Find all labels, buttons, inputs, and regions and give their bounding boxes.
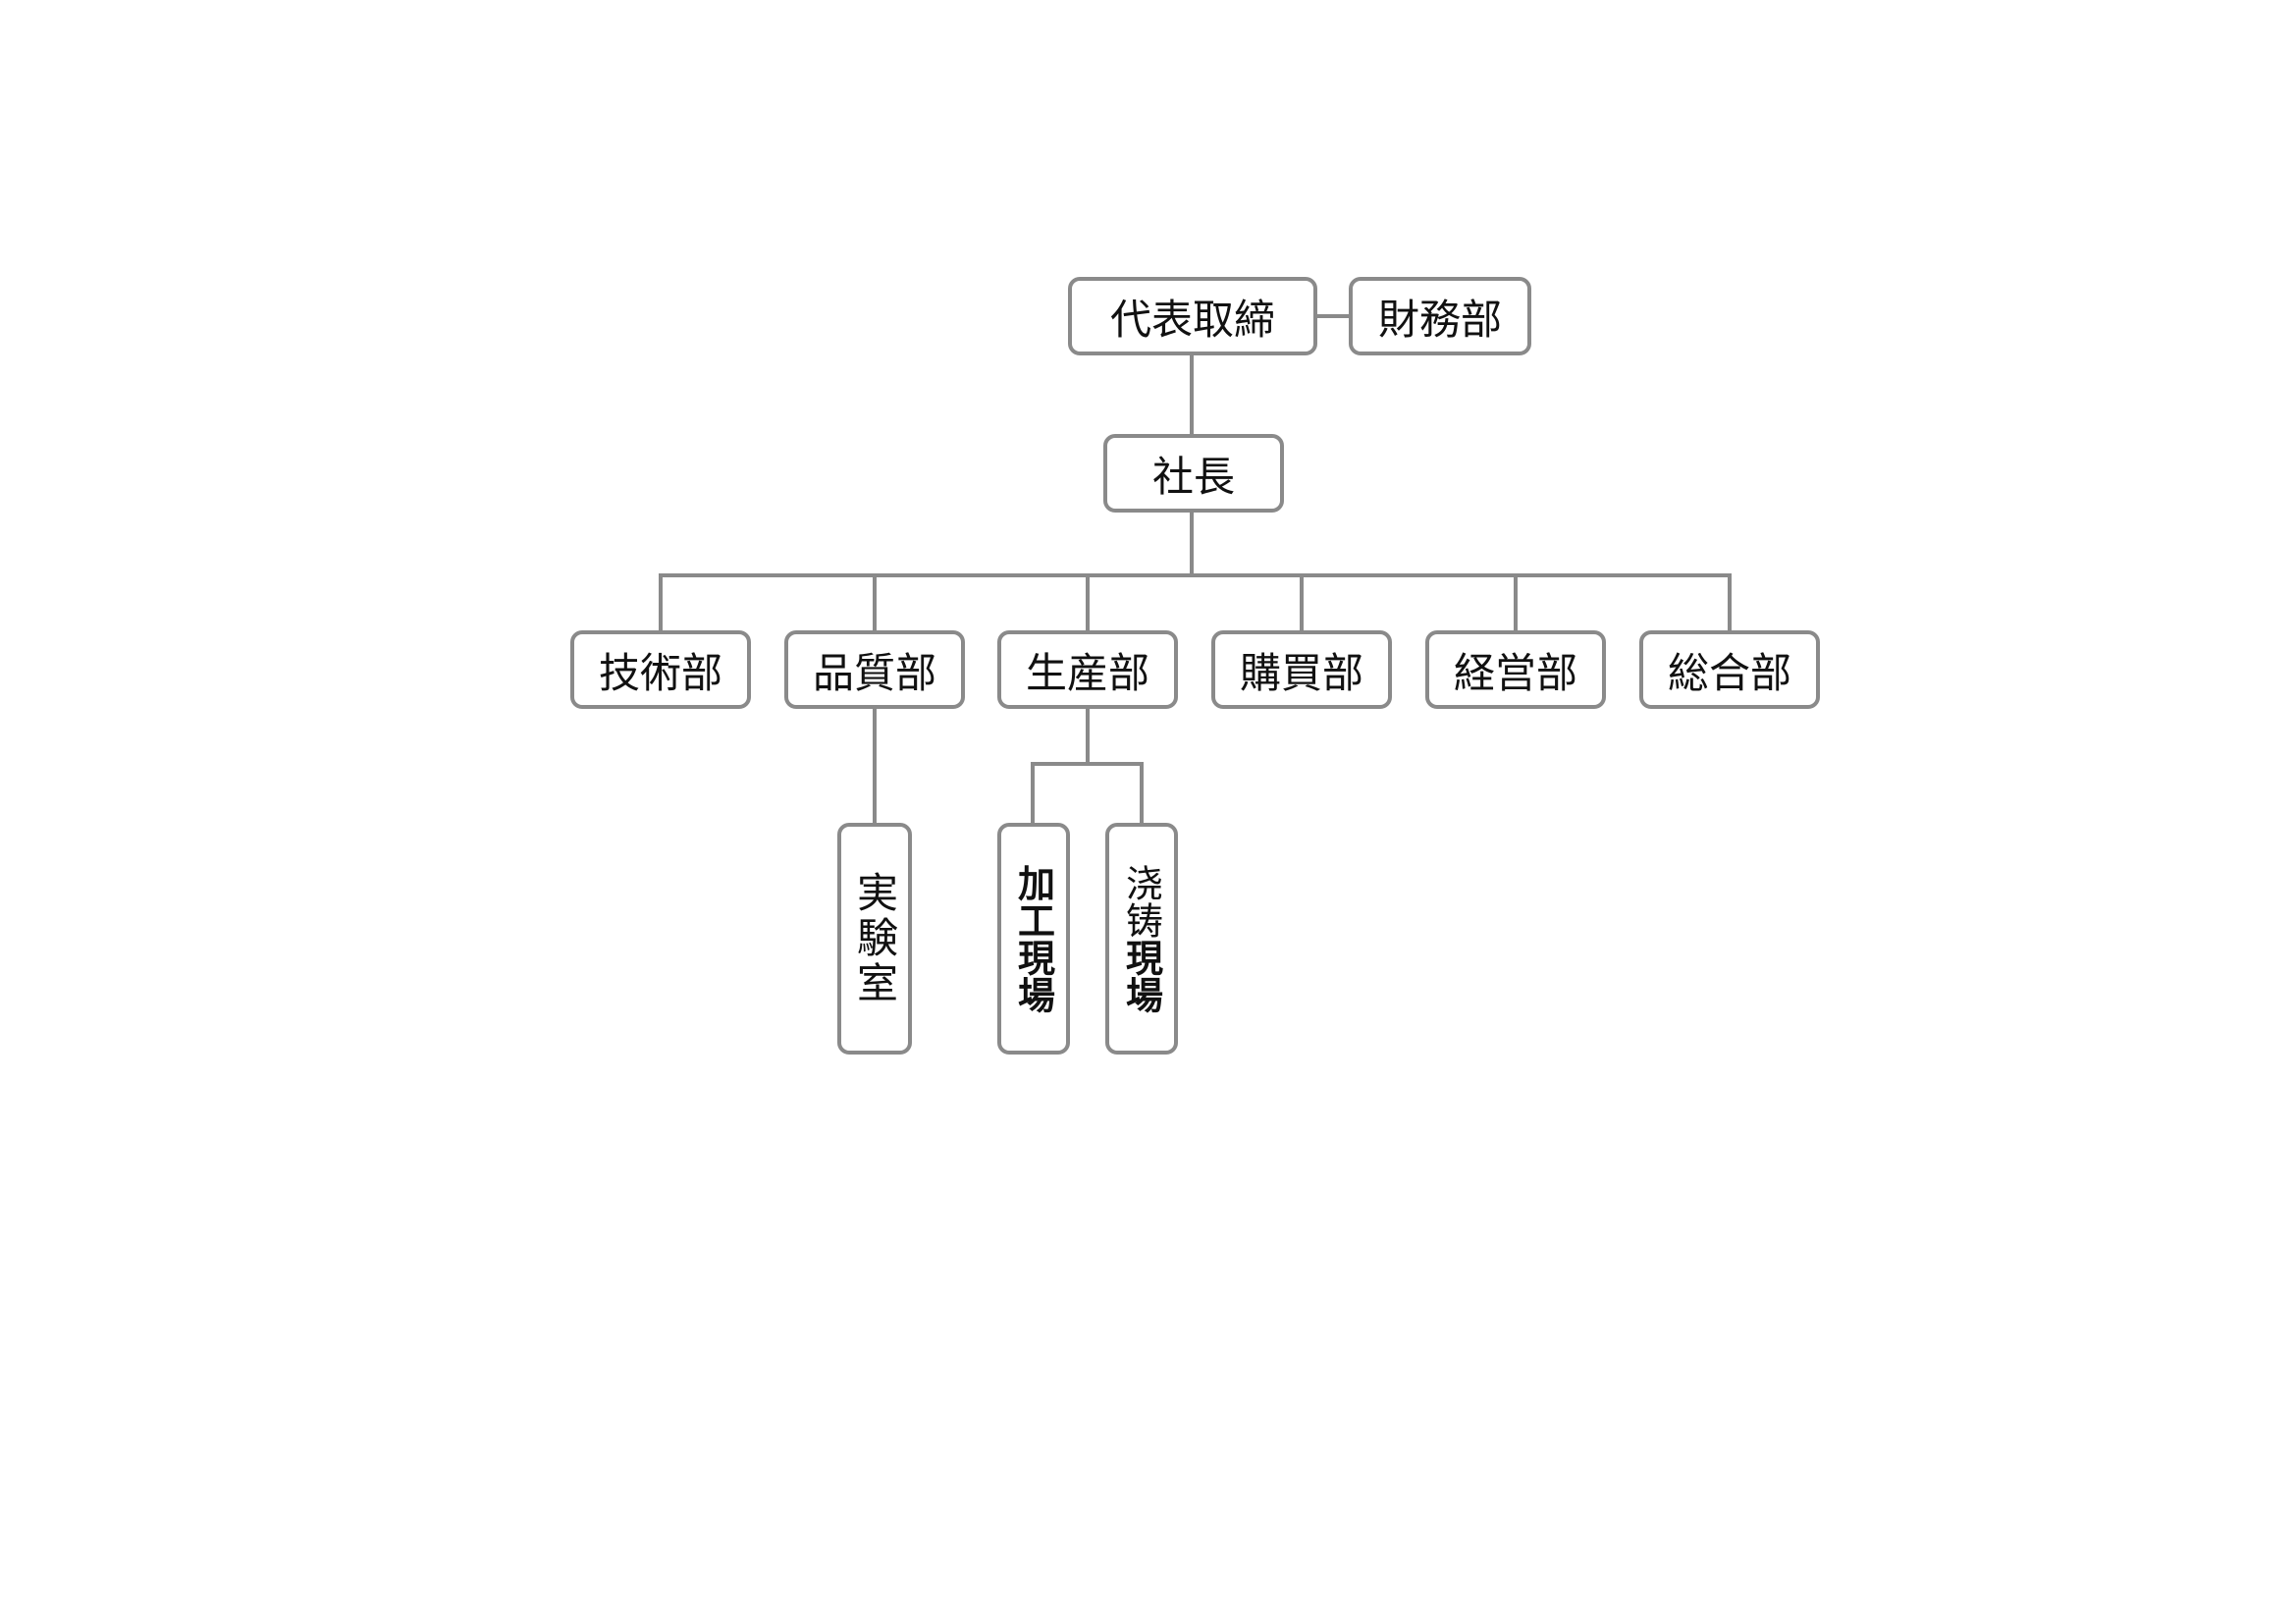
department-label: 生産部 [1025,648,1149,697]
department-label: 購買部 [1239,648,1363,697]
president-label: 社長 [1151,452,1235,501]
machining-site-label: 加工現場 [1011,864,1055,1013]
casting-site-label-top: 浇铸 [1119,864,1163,939]
department-box: 購買部 [1211,630,1392,709]
representative-director-box: 代表取締 [1068,277,1317,355]
machining-site-box: 加工現場 [997,823,1070,1055]
department-box: 経営部 [1425,630,1606,709]
finance-department-label: 財務部 [1377,295,1502,344]
president-box: 社長 [1103,434,1284,513]
department-label: 品質部 [812,648,936,697]
casting-site-box: 浇铸現場 [1105,823,1178,1055]
department-box: 総合部 [1639,630,1820,709]
casting-site-label-bottom: 現場 [1119,939,1163,1013]
department-box: 品質部 [784,630,965,709]
department-box: 技術部 [570,630,751,709]
department-label: 総合部 [1667,648,1791,697]
finance-department-box: 財務部 [1349,277,1531,355]
representative-director-label: 代表取締 [1109,295,1275,344]
laboratory-box: 実験室 [837,823,912,1055]
department-label: 経営部 [1453,648,1577,697]
department-box: 生産部 [997,630,1178,709]
laboratory-label: 実験室 [850,871,899,1006]
department-label: 技術部 [598,648,722,697]
